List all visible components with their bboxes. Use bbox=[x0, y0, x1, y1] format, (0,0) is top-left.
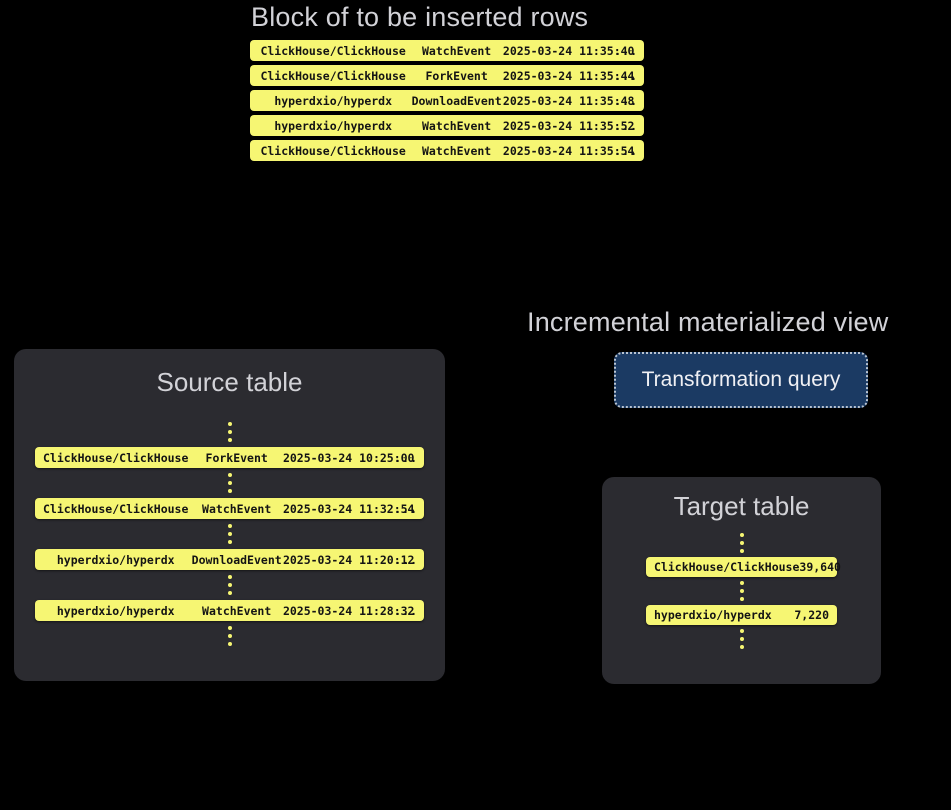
row-repo: hyperdxio/hyperdx bbox=[56, 603, 175, 618]
row-time: 2025-03-24 11:35:40 bbox=[502, 43, 635, 58]
row-count: 7,220 bbox=[794, 608, 829, 622]
row-repo: ClickHouse/ClickHouse bbox=[260, 68, 406, 83]
row-event: WatchEvent bbox=[202, 501, 272, 516]
transformation-query-box[interactable]: Transformation query bbox=[614, 352, 868, 408]
row-time: 2025-03-24 11:35:54 bbox=[502, 143, 635, 158]
vertical-ellipsis-icon bbox=[227, 570, 232, 600]
table-row: ClickHouse/ClickHouse WatchEvent 2025-03… bbox=[35, 498, 424, 519]
row-repo: ClickHouse/ClickHouse bbox=[654, 560, 800, 574]
row-repo: hyperdxio/hyperdx bbox=[274, 93, 393, 108]
row-repo: hyperdxio/hyperdx bbox=[654, 608, 772, 622]
table-row: hyperdxio/hyperdx DownloadEvent 2025-03-… bbox=[250, 90, 644, 111]
vertical-ellipsis-icon bbox=[227, 468, 232, 498]
vertical-ellipsis-icon bbox=[739, 625, 744, 653]
row-event: WatchEvent bbox=[202, 603, 272, 618]
row-more: ... bbox=[614, 68, 638, 83]
target-table-title: Target table bbox=[673, 491, 810, 521]
table-row: hyperdxio/hyperdx 7,220 bbox=[646, 605, 837, 625]
row-repo: hyperdxio/hyperdx bbox=[274, 118, 393, 133]
source-table-rows: ClickHouse/ClickHouse ForkEvent 2025-03-… bbox=[35, 417, 424, 651]
row-time: 2025-03-24 11:35:48 bbox=[502, 93, 635, 108]
row-more: ... bbox=[614, 93, 638, 108]
row-count: 39,640 bbox=[799, 560, 841, 574]
table-row: hyperdxio/hyperdx DownloadEvent 2025-03-… bbox=[35, 549, 424, 570]
row-event: WatchEvent bbox=[422, 143, 492, 158]
row-more: ... bbox=[614, 118, 638, 133]
row-more: ... bbox=[614, 43, 638, 58]
row-event: DownloadEvent bbox=[191, 552, 282, 567]
materialized-view-title: Incremental materialized view bbox=[527, 307, 889, 337]
row-time: 2025-03-24 11:32:54 bbox=[282, 501, 415, 516]
row-more: ... bbox=[614, 143, 638, 158]
row-time: 2025-03-24 11:28:32 bbox=[282, 603, 415, 618]
vertical-ellipsis-icon bbox=[739, 577, 744, 605]
table-row: ClickHouse/ClickHouse WatchEvent 2025-03… bbox=[250, 140, 644, 161]
target-table-rows: ClickHouse/ClickHouse 39,640 hyperdxio/h… bbox=[646, 529, 841, 653]
row-event: WatchEvent bbox=[422, 43, 492, 58]
source-table-panel: Source table ClickHouse/ClickHouse ForkE… bbox=[14, 349, 445, 681]
vertical-ellipsis-icon bbox=[227, 519, 232, 549]
row-event: WatchEvent bbox=[422, 118, 492, 133]
vertical-ellipsis-icon bbox=[227, 621, 232, 651]
table-row: ClickHouse/ClickHouse ForkEvent 2025-03-… bbox=[35, 447, 424, 468]
row-time: 2025-03-24 11:35:52 bbox=[502, 118, 635, 133]
table-row: ClickHouse/ClickHouse WatchEvent 2025-03… bbox=[250, 40, 644, 61]
row-more: ... bbox=[394, 450, 418, 465]
table-row: ClickHouse/ClickHouse 39,640 bbox=[646, 557, 841, 577]
row-more: ... bbox=[394, 552, 418, 567]
insert-block-title: Block of to be inserted rows bbox=[251, 2, 589, 32]
source-table-title: Source table bbox=[156, 367, 303, 397]
row-time: 2025-03-24 11:35:44 bbox=[502, 68, 635, 83]
row-more: ... bbox=[394, 603, 418, 618]
table-row: hyperdxio/hyperdx WatchEvent 2025-03-24 … bbox=[250, 115, 644, 136]
vertical-ellipsis-icon bbox=[227, 417, 232, 447]
row-event: ForkEvent bbox=[425, 68, 488, 83]
vertical-ellipsis-icon bbox=[739, 529, 744, 557]
row-repo: ClickHouse/ClickHouse bbox=[260, 143, 406, 158]
row-repo: ClickHouse/ClickHouse bbox=[260, 43, 406, 58]
row-event: ForkEvent bbox=[205, 450, 268, 465]
table-row: hyperdxio/hyperdx WatchEvent 2025-03-24 … bbox=[35, 600, 424, 621]
row-repo: ClickHouse/ClickHouse bbox=[43, 450, 189, 465]
row-time: 2025-03-24 10:25:00 bbox=[282, 450, 415, 465]
row-repo: hyperdxio/hyperdx bbox=[56, 552, 175, 567]
row-event: DownloadEvent bbox=[411, 93, 502, 108]
target-table-panel: Target table ClickHouse/ClickHouse 39,64… bbox=[602, 477, 881, 684]
row-repo: ClickHouse/ClickHouse bbox=[43, 501, 189, 516]
table-row: ClickHouse/ClickHouse ForkEvent 2025-03-… bbox=[250, 65, 644, 86]
row-more: ... bbox=[394, 501, 418, 516]
insert-block-rows: ClickHouse/ClickHouse WatchEvent 2025-03… bbox=[250, 40, 644, 165]
row-time: 2025-03-24 11:20:12 bbox=[282, 552, 415, 567]
